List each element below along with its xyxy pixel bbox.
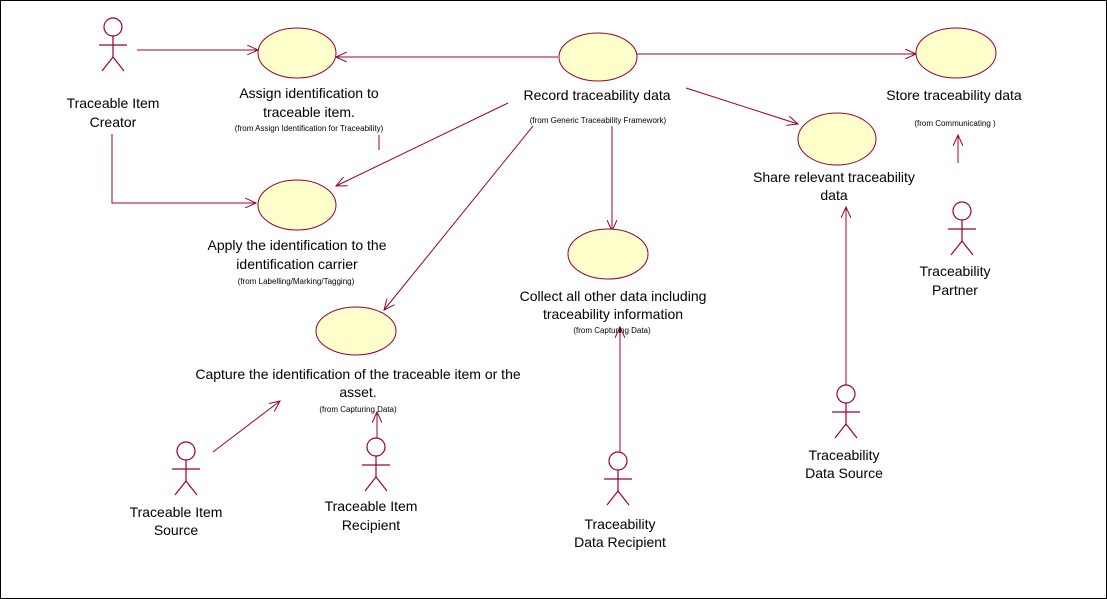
use-case-capture-from: (from Capturing Data) [319, 405, 397, 414]
use-case-capture[interactable]: Capture the identification of the tracea… [195, 306, 521, 414]
actor-recipient-label-2: Recipient [342, 517, 400, 533]
actor-partner-label-1: Traceability [919, 263, 990, 279]
association-record-share [685, 87, 798, 124]
use-case-record[interactable]: Record traceability data (from Generic T… [523, 32, 671, 125]
actor-data-recipient[interactable] [604, 451, 632, 506]
actor-partner[interactable] [948, 201, 976, 256]
actor-data-recipient-label-1: Traceability [584, 516, 655, 532]
actors: Traceable Item Creator Traceable Item So… [67, 17, 991, 550]
use-case-record-label-1: Record traceability data [523, 87, 670, 103]
actor-creator-label-2: Creator [90, 114, 137, 130]
use-case-apply-from: (from Labelling/Marking/Tagging) [238, 277, 355, 286]
association-creator-apply [111, 134, 256, 203]
use-case-collect-label-2: traceability information [543, 306, 683, 322]
use-case-assign-from: (from Assign Identification for Traceabi… [235, 124, 384, 133]
use-case-share-label-2: data [820, 187, 847, 203]
associations [111, 50, 958, 453]
actor-head-icon [176, 441, 196, 461]
actor-head-icon [366, 437, 386, 457]
use-case-assign-label-1: Assign identification to [239, 85, 379, 101]
actor-data-source-label-2: Data Source [805, 465, 883, 481]
actor-creator-label-1: Traceable Item [67, 95, 160, 111]
use-case-collect[interactable]: Collect all other data including traceab… [520, 228, 707, 335]
use-case-share-label-1: Share relevant traceability [753, 169, 915, 185]
use-case-apply[interactable]: Apply the identification to the identifi… [207, 179, 387, 286]
actor-recipient-label-1: Traceable Item [325, 498, 418, 514]
use-case-record-from: (from Generic Traceability Framework) [530, 116, 667, 125]
use-case-collect-from: (from Capturing Data) [573, 326, 651, 335]
association-source-capture [212, 401, 280, 453]
association-record-capture [384, 125, 534, 310]
actor-head-icon [952, 201, 972, 221]
use-case-assign-label-2: traceable item. [263, 104, 355, 120]
use-case-apply-label-1: Apply the identification to the [207, 237, 386, 253]
actor-head-icon [103, 17, 123, 37]
use-case-store-from: (from Communicating ) [914, 119, 996, 128]
use-case-share[interactable]: Share relevant traceability data [753, 112, 915, 203]
actor-head-icon [608, 451, 628, 471]
use-case-store-label-1: Store traceability data [886, 87, 1022, 103]
actor-data-recipient-label-2: Data Recipient [574, 534, 666, 550]
actor-head-icon [836, 384, 856, 404]
use-case-assign[interactable]: Assign identification to traceable item.… [235, 27, 384, 133]
use-case-apply-label-2: identification carrier [236, 256, 358, 272]
actor-source-label-2: Source [154, 522, 199, 538]
use-case-collect-label-1: Collect all other data including [520, 288, 707, 304]
use-case-store[interactable]: Store traceability data (from Communicat… [886, 27, 1022, 128]
actor-recipient[interactable] [362, 437, 390, 492]
actor-partner-label-2: Partner [932, 282, 978, 298]
use-case-capture-label-2: asset. [339, 384, 376, 400]
actor-source[interactable] [172, 441, 200, 496]
use-case-capture-label-1: Capture the identification of the tracea… [195, 366, 521, 382]
actor-source-label-1: Traceable Item [130, 504, 223, 520]
actor-creator[interactable] [99, 17, 127, 72]
use-cases: Assign identification to traceable item.… [195, 27, 1022, 414]
actor-data-source[interactable] [832, 384, 860, 439]
actor-data-source-label-1: Traceability [808, 447, 879, 463]
association-record-apply [336, 102, 509, 186]
